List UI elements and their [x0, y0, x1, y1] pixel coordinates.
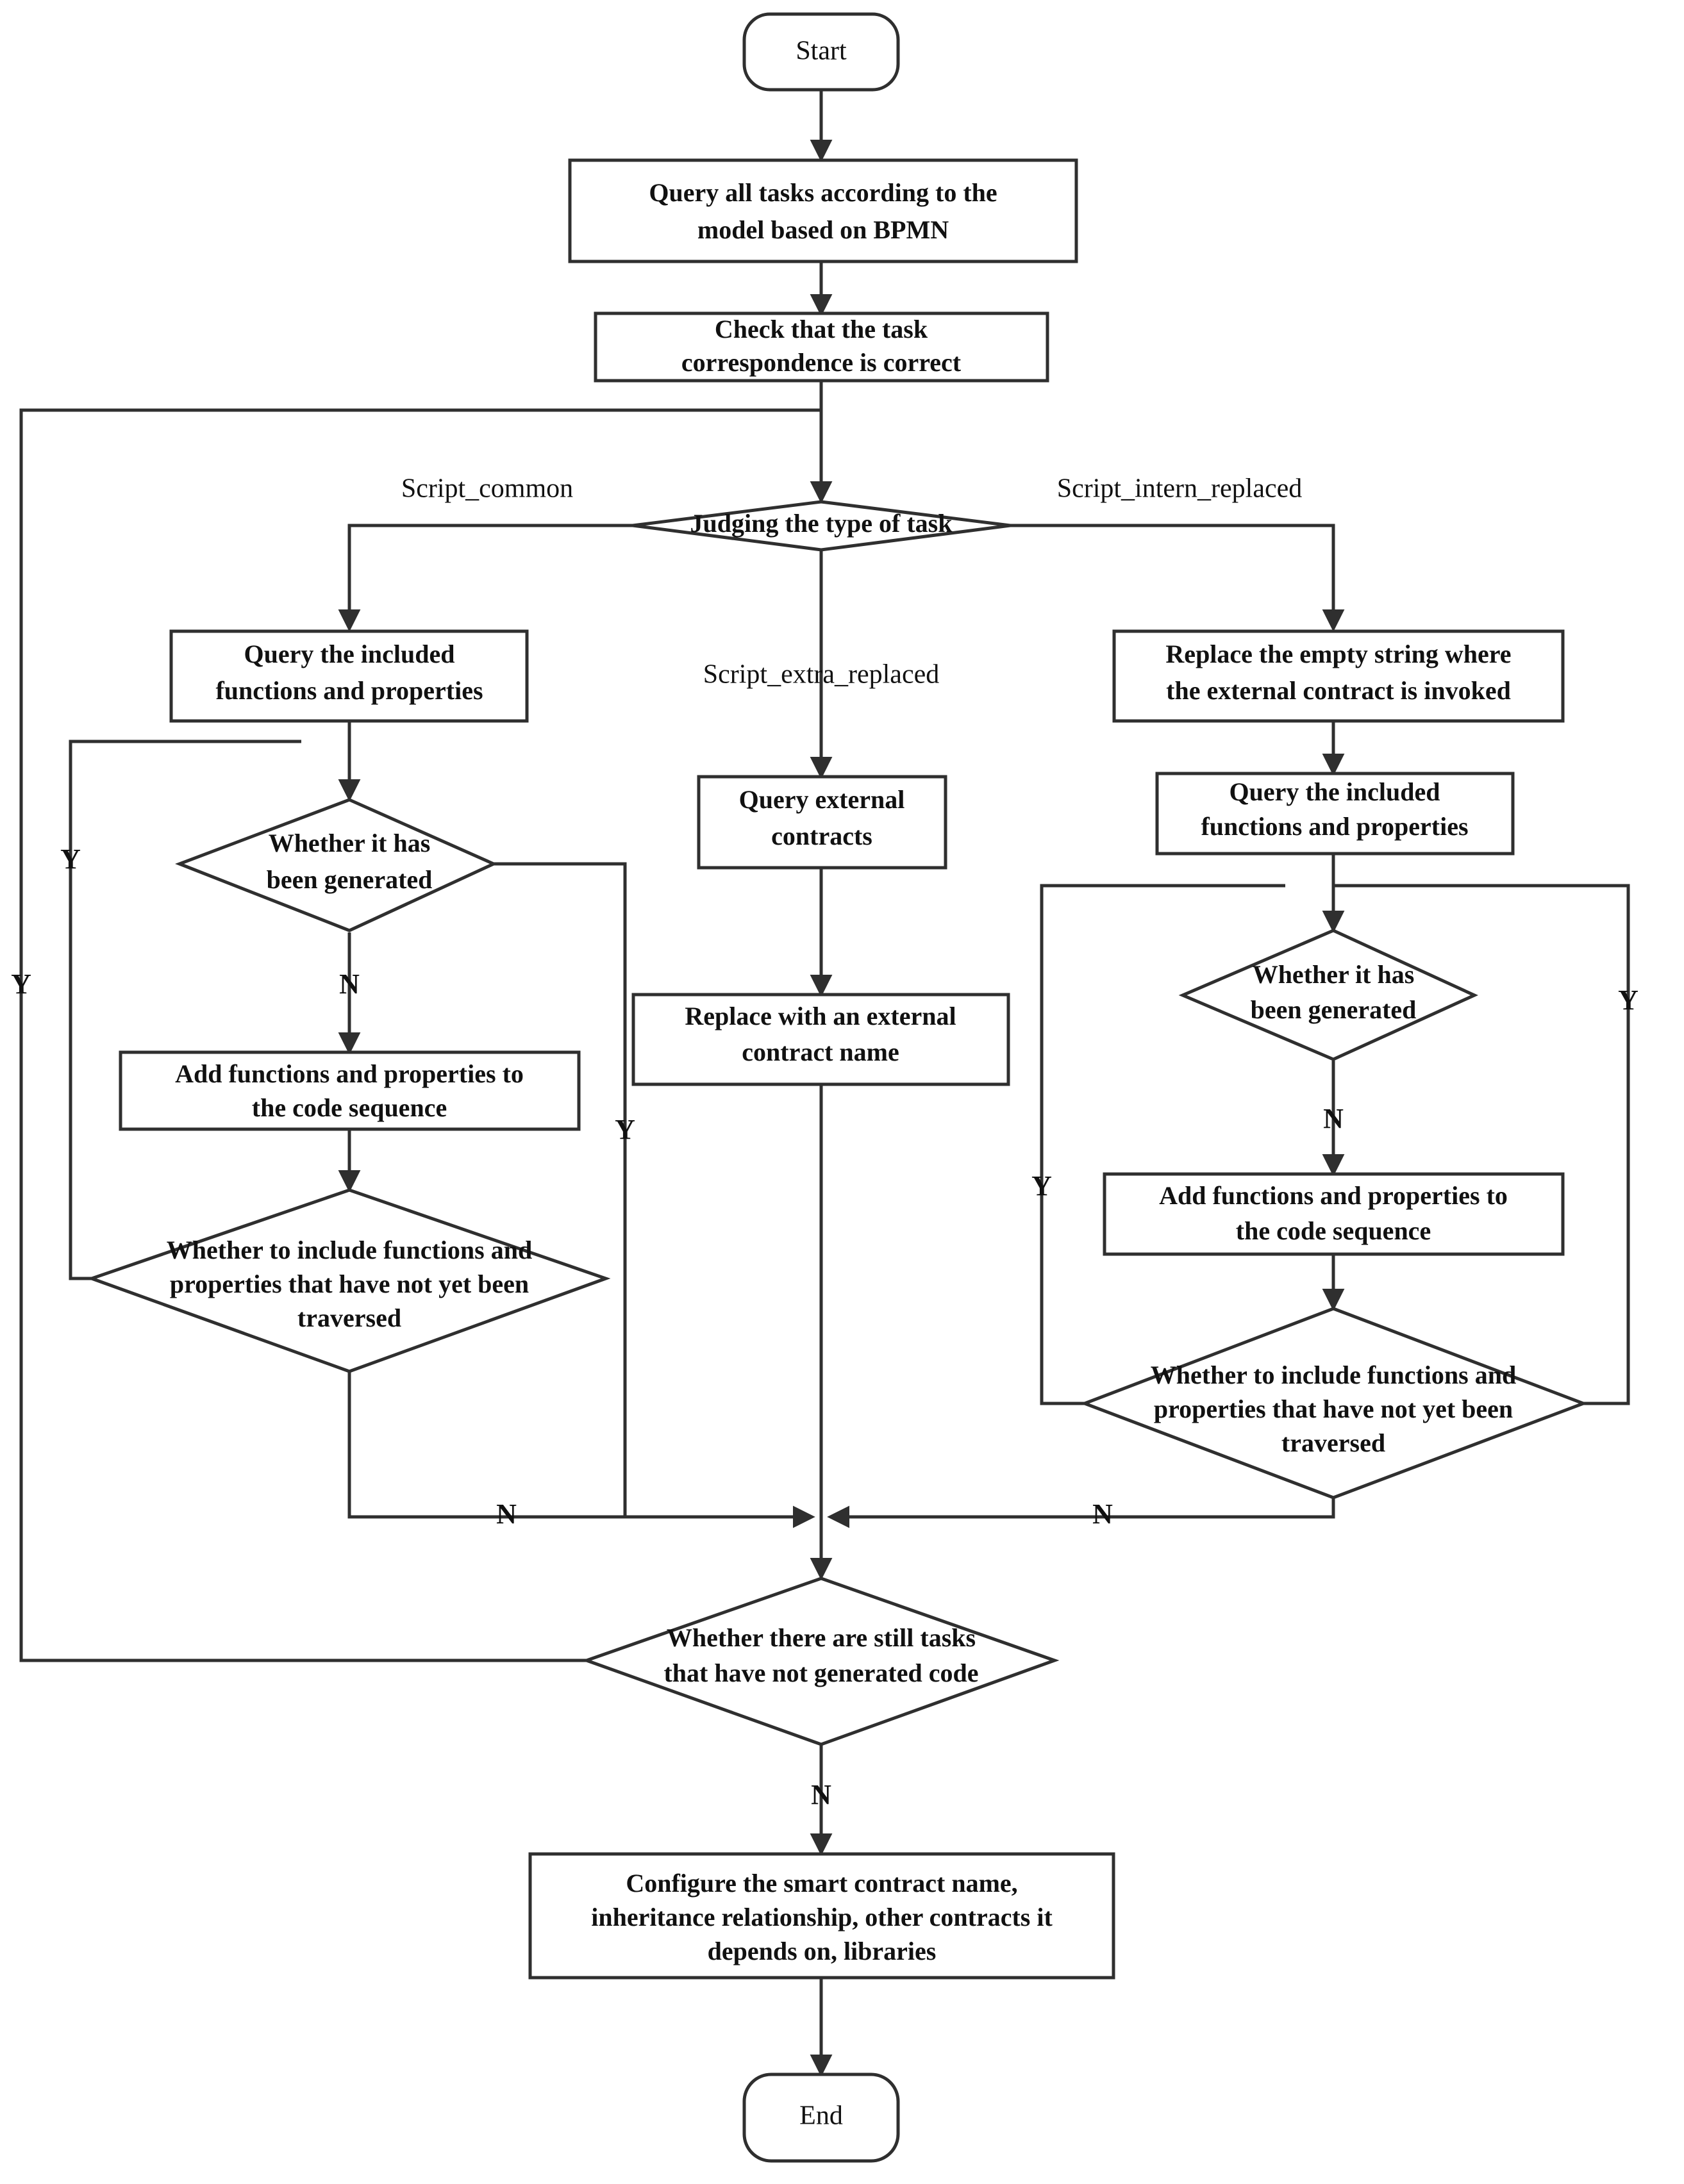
node-right-whether-traversed: Whether to include functions and propert…: [1080, 1307, 1588, 1500]
node-right-replace-empty-line1: Replace the empty string where: [1165, 640, 1511, 668]
node-left-whether-generated: Whether it has been generated: [175, 798, 498, 932]
node-mid-replace-name-line2: contract name: [742, 1038, 899, 1066]
edge-label-left-outer-y: Y: [11, 968, 31, 1000]
node-mid-replace-name: Replace with an external contract name: [631, 993, 1010, 1086]
node-mid-query-external-line1: Query external: [739, 785, 905, 814]
node-end-label: End: [799, 2101, 843, 2131]
node-start: Start: [742, 12, 900, 92]
edge-label-left-gen-n: N: [339, 968, 360, 1000]
node-configure-contract-line1: Configure the smart contract name,: [626, 1869, 1017, 1898]
node-right-whether-generated-line1: Whether it has: [1253, 960, 1415, 989]
node-mid-query-external-line2: contracts: [771, 822, 872, 850]
node-left-query-included-line2: functions and properties: [215, 676, 483, 705]
node-right-query-included: Query the included functions and propert…: [1155, 772, 1515, 856]
node-whether-still-tasks-line2: that have not generated code: [663, 1659, 978, 1687]
node-check-task: Check that the task correspondence is co…: [594, 311, 1049, 383]
edge-left-generated-y: [494, 862, 627, 1517]
node-left-add-functions-line1: Add functions and properties to: [175, 1059, 524, 1088]
node-mid-query-external: Query external contracts: [697, 775, 947, 870]
edge-judge-left-script-common: [338, 524, 633, 632]
edge-right-traversed-y: [1040, 884, 1285, 1405]
node-check-task-line1: Check that the task: [715, 315, 928, 343]
node-left-whether-generated-line2: been generated: [267, 865, 433, 894]
node-query-all-tasks-line1: Query all tasks according to the: [649, 178, 997, 207]
branch-label-script-common: Script_common: [401, 474, 573, 504]
edge-label-right-trav-n: N: [1092, 1498, 1113, 1530]
node-right-whether-generated-line2: been generated: [1251, 995, 1417, 1024]
node-configure-contract: Configure the smart contract name, inher…: [528, 1852, 1115, 1980]
edge-left-traversed-n: [347, 1371, 815, 1528]
node-start-label: Start: [796, 37, 847, 66]
edge-label-right-outer-y: Y: [1618, 984, 1638, 1016]
edge-label-left-trav-n: N: [496, 1498, 517, 1530]
node-left-whether-traversed: Whether to include functions and propert…: [87, 1188, 611, 1373]
node-left-whether-traversed-line1: Whether to include functions and: [167, 1236, 532, 1264]
node-end: End: [742, 2072, 900, 2163]
node-right-replace-empty-line2: the external contract is invoked: [1166, 676, 1511, 705]
edge-label-mid-y: Y: [1031, 1170, 1052, 1202]
node-configure-contract-line2: inheritance relationship, other contract…: [591, 1903, 1053, 1932]
edge-right-generated-y: [1333, 884, 1630, 1405]
node-mid-replace-name-line1: Replace with an external: [685, 1002, 956, 1030]
node-left-query-included-line1: Query the included: [244, 640, 455, 668]
edge-judge-right-script-intern: [1010, 524, 1345, 632]
node-left-add-functions-line2: the code sequence: [252, 1093, 447, 1122]
node-left-query-included: Query the included functions and propert…: [169, 629, 529, 723]
edge-right-traversed-n: [827, 1498, 1335, 1528]
node-configure-contract-line3: depends on, libraries: [708, 1937, 937, 1965]
node-check-task-line2: correspondence is correct: [681, 348, 962, 377]
node-right-add-functions-line2: the code sequence: [1236, 1216, 1431, 1245]
node-right-whether-traversed-line3: traversed: [1281, 1428, 1385, 1457]
node-left-whether-generated-line1: Whether it has: [269, 829, 431, 857]
node-left-whether-traversed-line2: properties that have not yet been: [170, 1270, 529, 1298]
edge-label-left-gen-y: Y: [615, 1114, 635, 1145]
node-right-whether-traversed-line1: Whether to include functions and: [1151, 1361, 1516, 1389]
node-whether-still-tasks: Whether there are still tasks that have …: [581, 1576, 1060, 1746]
branch-label-script-extra-replaced: Script_extra_replaced: [703, 660, 939, 690]
node-right-add-functions-line1: Add functions and properties to: [1159, 1181, 1508, 1210]
node-right-add-functions: Add functions and properties to the code…: [1103, 1172, 1565, 1256]
branch-label-script-intern-replaced: Script_intern_replaced: [1057, 474, 1303, 504]
node-right-whether-traversed-line2: properties that have not yet been: [1154, 1394, 1513, 1423]
edge-label-still-tasks-n: N: [811, 1779, 831, 1810]
node-judge-type: Judging the type of task: [632, 500, 1011, 552]
node-left-add-functions: Add functions and properties to the code…: [119, 1050, 581, 1131]
node-right-whether-generated: Whether it has been generated: [1178, 929, 1479, 1061]
node-judge-type-label: Judging the type of task: [690, 509, 953, 538]
edge-label-right-gen-n: N: [1323, 1103, 1344, 1134]
edge-label-left-inner-y: Y: [60, 843, 81, 875]
node-whether-still-tasks-line1: Whether there are still tasks: [667, 1623, 976, 1652]
node-query-all-tasks-line2: model based on BPMN: [697, 215, 949, 244]
edge-left-traversed-y: [69, 740, 301, 1280]
edge-still-tasks-y: [19, 408, 821, 1662]
node-left-whether-traversed-line3: traversed: [297, 1303, 401, 1332]
node-right-replace-empty: Replace the empty string where the exter…: [1112, 629, 1565, 723]
node-right-query-included-line2: functions and properties: [1201, 812, 1468, 841]
node-right-query-included-line1: Query the included: [1230, 777, 1440, 806]
node-query-all-tasks: Query all tasks according to the model b…: [568, 158, 1078, 263]
